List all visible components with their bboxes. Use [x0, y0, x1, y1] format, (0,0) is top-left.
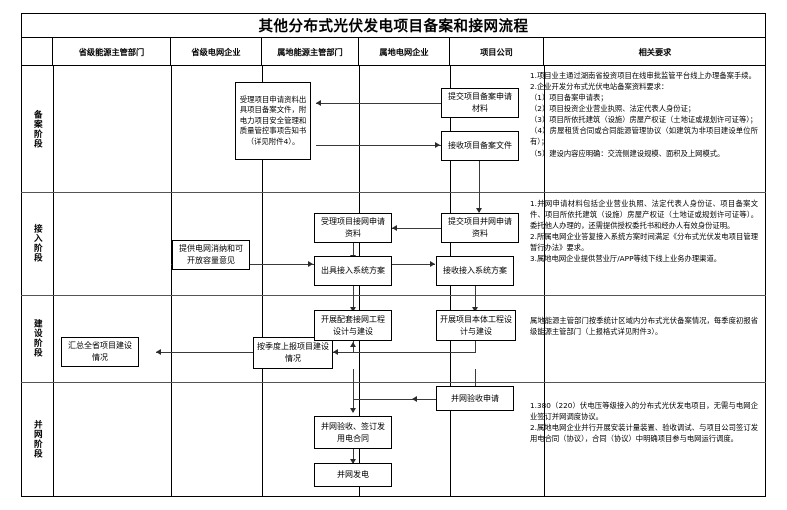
stage-label-grid-text: 并网阶段: [32, 420, 43, 459]
arrowhead-b6-to-b9: [349, 307, 356, 312]
flow-box-receive-filing-document[interactable]: 接收项目备案文件: [441, 131, 519, 161]
column-divider-2: [171, 66, 172, 497]
connector-b11-to-b12: [156, 352, 253, 354]
flow-box-receive-access-system-plan[interactable]: 接收接入系统方案: [436, 256, 514, 286]
flow-box-submit-grid-connection-materials[interactable]: 提交项目并网申请资料: [441, 213, 519, 243]
column-divider-3: [262, 66, 263, 497]
connector-b4-to-b6: [353, 243, 355, 259]
stage-label-filing-text: 备案阶段: [32, 109, 43, 149]
diagram-title-bar: 其他分布式光伏发电项目备案和接网流程: [21, 13, 766, 38]
flow-box-build-project-main-works[interactable]: 开展项目本体工程设计与建设: [436, 310, 516, 341]
stage-label-construction: 建设阶段: [21, 295, 53, 382]
arrowhead-b9-merge: [349, 342, 356, 347]
column-header-local-grid-corp: 属地电网企业: [359, 38, 450, 66]
connector-b10-to-b11: [333, 352, 476, 354]
connector-b5-to-b4: [392, 228, 441, 230]
arrowhead-b14-to-b15: [349, 459, 356, 464]
arrowhead-b7-to-b10: [471, 307, 478, 312]
arrowhead-b1-to-b3: [435, 141, 440, 148]
connector-b3-to-b5: [479, 161, 481, 212]
stage-label-access: 接入阶段: [21, 192, 53, 295]
connector-b14-to-b15: [353, 449, 355, 463]
requirements-filing: 1.项目业主通过湖南省投资项目在线审批监管平台线上办理备案手续。 2.企业开发分…: [530, 71, 758, 158]
column-divider-6: [544, 66, 545, 497]
stage-label-construction-text: 建设阶段: [32, 319, 43, 358]
arrowhead-b11-to-b12: [156, 348, 161, 355]
connector-b10-down: [475, 341, 477, 353]
column-header-prov-energy-dept: 省级能源主管部门: [53, 38, 171, 66]
stage-label-access-text: 接入阶段: [32, 224, 43, 263]
flow-box-accept-filing-issue-document[interactable]: 受理项目申请资料出具项目备案文件，附电力项目安全管理和质量管控事项告知书（详见附…: [235, 82, 311, 160]
arrowhead-b6-to-b7: [430, 260, 435, 267]
flow-box-quarterly-construction-report[interactable]: 按季度上报项目建设情况: [253, 337, 333, 369]
connector-b6-to-b7: [392, 264, 435, 266]
diagram-frame: [21, 13, 766, 497]
stage-divider-1: [21, 192, 766, 193]
column-header-prov-grid-corp: 省级电网企业: [171, 38, 262, 66]
stage-label-filing: 备案阶段: [21, 66, 53, 192]
requirements-grid: 1.380（220）伏电压等级接入的分布式光伏发电项目，无需与电网企业签订并网调…: [530, 401, 758, 444]
arrowhead-b2-to-b1: [316, 99, 321, 106]
flow-box-grid-capacity-opinion[interactable]: 提供电网消纳和可开放容量意见: [172, 240, 250, 270]
connector-b2-to-b1: [316, 103, 441, 105]
requirements-construction: 属地能源主管部门按季统计区域内分布式光伏备案情况，每季度初报省级能源主管部门（上…: [530, 316, 758, 337]
column-header-stage: [21, 38, 53, 66]
flow-box-build-grid-connection-works[interactable]: 开展配套接网工程设计与建设: [314, 310, 392, 341]
stage-label-grid: 并网阶段: [21, 382, 53, 497]
arrowhead-b13-to-b14: [412, 395, 417, 402]
flow-box-issue-access-system-plan[interactable]: 出具接入系统方案: [314, 256, 392, 286]
stage-divider-3: [21, 382, 766, 383]
flow-box-accept-grid-connection-materials[interactable]: 受理项目接网申请资料: [314, 213, 392, 243]
connector-b7-to-b10: [475, 286, 477, 311]
arrowhead-b8-to-b6: [308, 260, 313, 267]
connector-b6-to-b9: [353, 286, 355, 311]
connector-b1-to-b3: [316, 145, 441, 147]
column-header-row: 省级能源主管部门 省级电网企业 属地能源主管部门 属地电网企业 项目公司 相关要…: [21, 38, 766, 66]
flow-box-grid-acceptance-application[interactable]: 并网验收申请: [436, 386, 514, 411]
flow-box-grid-connected-generation[interactable]: 并网发电: [314, 463, 392, 487]
column-header-local-energy-dept: 属地能源主管部门: [262, 38, 359, 66]
arrowhead-b9-to-b14: [349, 408, 356, 413]
column-header-project-company: 项目公司: [450, 38, 544, 66]
stage-divider-2: [21, 295, 766, 296]
flow-box-acceptance-and-power-contract[interactable]: 并网验收、签订发用电合同: [314, 416, 392, 449]
arrowhead-b10-to-b11: [333, 348, 338, 355]
flow-box-consolidate-province-construction[interactable]: 汇总全省项目建设情况: [61, 337, 139, 367]
arrowhead-b3-to-b5: [475, 208, 482, 213]
arrowhead-b5-to-b4: [392, 224, 397, 231]
page-title: 其他分布式光伏发电项目备案和接网流程: [258, 18, 529, 35]
requirements-access: 1.并网申请材料包括企业营业执照、法定代表人身份证、项目备案文件、项目所依托建筑…: [530, 199, 758, 264]
column-header-requirements: 相关要求: [638, 47, 672, 57]
flow-box-submit-filing-materials[interactable]: 提交项目备案申请材料: [441, 88, 519, 118]
column-divider-1: [53, 66, 54, 497]
connector-stage4-right-down: [475, 369, 477, 400]
connector-b9-to-b14: [353, 369, 355, 412]
